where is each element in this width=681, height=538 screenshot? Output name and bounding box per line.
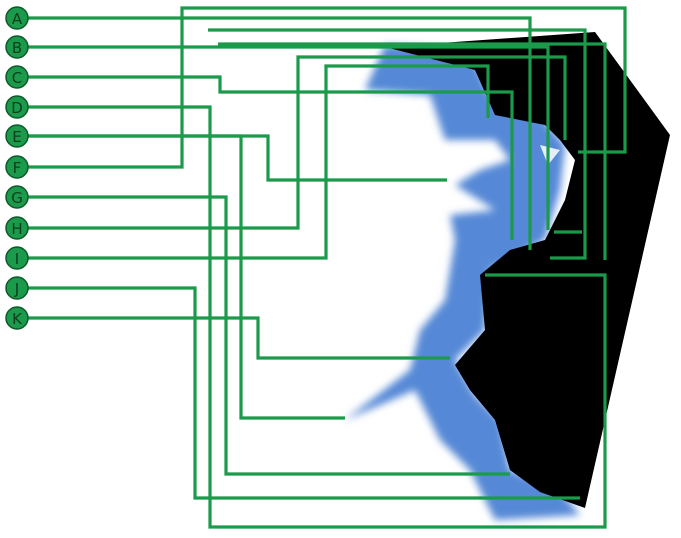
node-b: B xyxy=(5,35,29,59)
node-circle xyxy=(5,6,29,30)
node-label: E xyxy=(12,128,21,146)
wire-d xyxy=(20,105,607,529)
wire-h xyxy=(20,55,567,230)
node-circle xyxy=(5,306,29,330)
blue-shape xyxy=(345,45,580,520)
wire-j xyxy=(20,286,580,500)
node-label: K xyxy=(12,310,23,328)
wire-b xyxy=(20,45,550,230)
node-h: H xyxy=(5,216,29,240)
node-e: E xyxy=(5,124,29,148)
node-label: J xyxy=(14,280,19,298)
wire-loop-1 xyxy=(208,28,587,260)
node-d: D xyxy=(5,95,29,119)
node-circle xyxy=(5,124,29,148)
wire-k xyxy=(20,316,450,360)
node-label: G xyxy=(11,189,23,207)
node-circle xyxy=(5,155,29,179)
node-circle xyxy=(5,276,29,300)
node-circle xyxy=(5,65,29,89)
node-circle xyxy=(5,35,29,59)
node-f: F xyxy=(5,155,29,179)
node-label: B xyxy=(12,39,22,57)
wire-a xyxy=(20,16,532,250)
node-circle xyxy=(5,185,29,209)
highlight-notch xyxy=(540,145,560,165)
node-circle xyxy=(5,246,29,270)
wire-e2 xyxy=(20,134,345,420)
node-c: C xyxy=(5,65,29,89)
node-circle xyxy=(5,216,29,240)
black-silhouette xyxy=(385,32,670,508)
wire-e1 xyxy=(20,134,447,182)
node-j: J xyxy=(5,276,29,300)
wire-loop-2 xyxy=(218,42,607,260)
wire-c xyxy=(20,75,514,240)
wire-f xyxy=(20,6,627,169)
node-label: A xyxy=(12,10,23,28)
node-label: H xyxy=(11,220,22,238)
node-circle xyxy=(5,95,29,119)
node-a: A xyxy=(5,6,29,30)
wire-i xyxy=(20,64,490,260)
node-label: I xyxy=(15,250,19,268)
node-i: I xyxy=(5,246,29,270)
node-label: F xyxy=(13,159,22,177)
wire-network xyxy=(20,6,627,529)
node-g: G xyxy=(5,185,29,209)
node-k: K xyxy=(5,306,29,330)
node-label: C xyxy=(12,69,22,87)
node-label: D xyxy=(11,99,23,117)
wire-g xyxy=(20,195,510,476)
